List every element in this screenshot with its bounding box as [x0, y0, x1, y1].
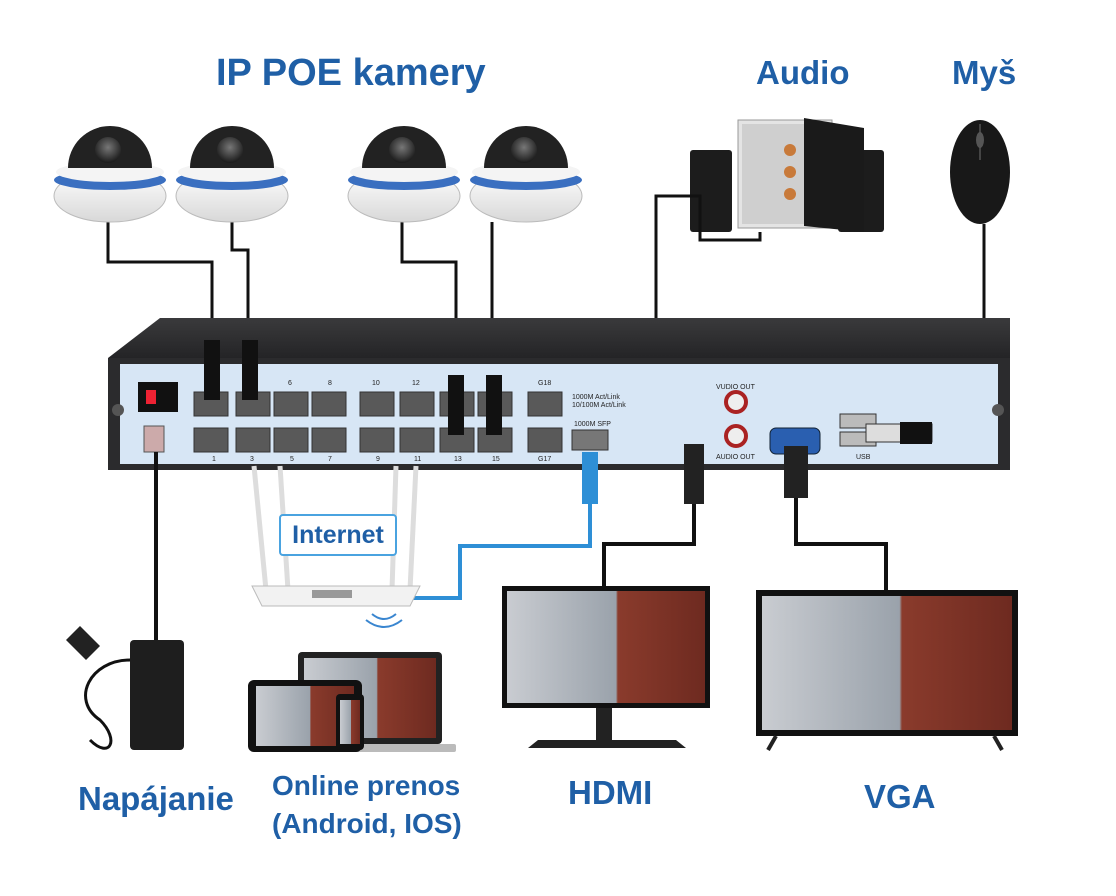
port-number-10: 10	[372, 380, 380, 387]
label-mouse: Myš	[952, 54, 1017, 91]
label-hdmi: HDMI	[568, 774, 653, 811]
network-cable	[366, 452, 592, 600]
audio-out-label-bottom: AUDIO OUT	[716, 454, 755, 461]
port-number-3: 3	[250, 456, 254, 463]
label-online-line2: (Android, IOS)	[272, 808, 462, 839]
audio-jack-top	[724, 390, 748, 414]
power-switch	[138, 382, 178, 412]
audio-jack-bottom	[724, 424, 748, 448]
label-audio: Audio	[756, 54, 850, 91]
vga-monitor	[756, 590, 1018, 751]
port-number-6: 6	[288, 380, 292, 387]
rj45-plugs	[204, 340, 502, 435]
port-number-13: 13	[454, 456, 462, 463]
sfp-port	[571, 429, 609, 451]
label-power: Napájanie	[78, 780, 234, 817]
dc-jack	[143, 425, 165, 453]
sfp-label: 1000M SFP	[574, 421, 611, 428]
hdmi-cable	[602, 452, 696, 588]
dome-camera	[347, 126, 461, 223]
port-number-7: 7	[328, 456, 332, 463]
dome-camera	[175, 126, 289, 223]
port-number-g17: G17	[538, 456, 552, 463]
mouse	[950, 120, 1010, 224]
dome-camera	[53, 126, 167, 223]
port-number-9: 9	[376, 456, 380, 463]
label-online-line1: Online prenos	[272, 770, 461, 801]
port-number-8: 8	[328, 380, 332, 387]
label-internet: Internet	[279, 514, 397, 556]
port-number-g18: G18	[538, 380, 552, 387]
power-cord	[84, 658, 131, 750]
usb-label: USB	[856, 454, 871, 461]
vga-cable	[794, 452, 888, 592]
title-ip-poe-cameras: IP POE kamery	[216, 52, 486, 94]
port-number-11: 11	[414, 456, 422, 463]
led-legend-2: 10/100M Act/Link	[572, 402, 626, 409]
port-number-12: 12	[412, 380, 420, 387]
port-number-1: 1	[212, 456, 216, 463]
speakers	[690, 118, 884, 232]
hdmi-monitor	[502, 586, 710, 748]
router	[251, 465, 421, 607]
audio-out-label-top: VUDIO OUT	[716, 384, 755, 391]
dome-camera	[469, 126, 583, 223]
port-number-15: 15	[492, 456, 500, 463]
label-vga: VGA	[864, 778, 936, 815]
power-adapter	[130, 640, 184, 750]
power-plug	[66, 626, 100, 660]
led-legend-1: 1000M Act/Link	[572, 394, 620, 401]
tablet-and-laptop	[248, 652, 456, 752]
port-number-5: 5	[290, 456, 294, 463]
wifi-waves	[365, 613, 403, 628]
